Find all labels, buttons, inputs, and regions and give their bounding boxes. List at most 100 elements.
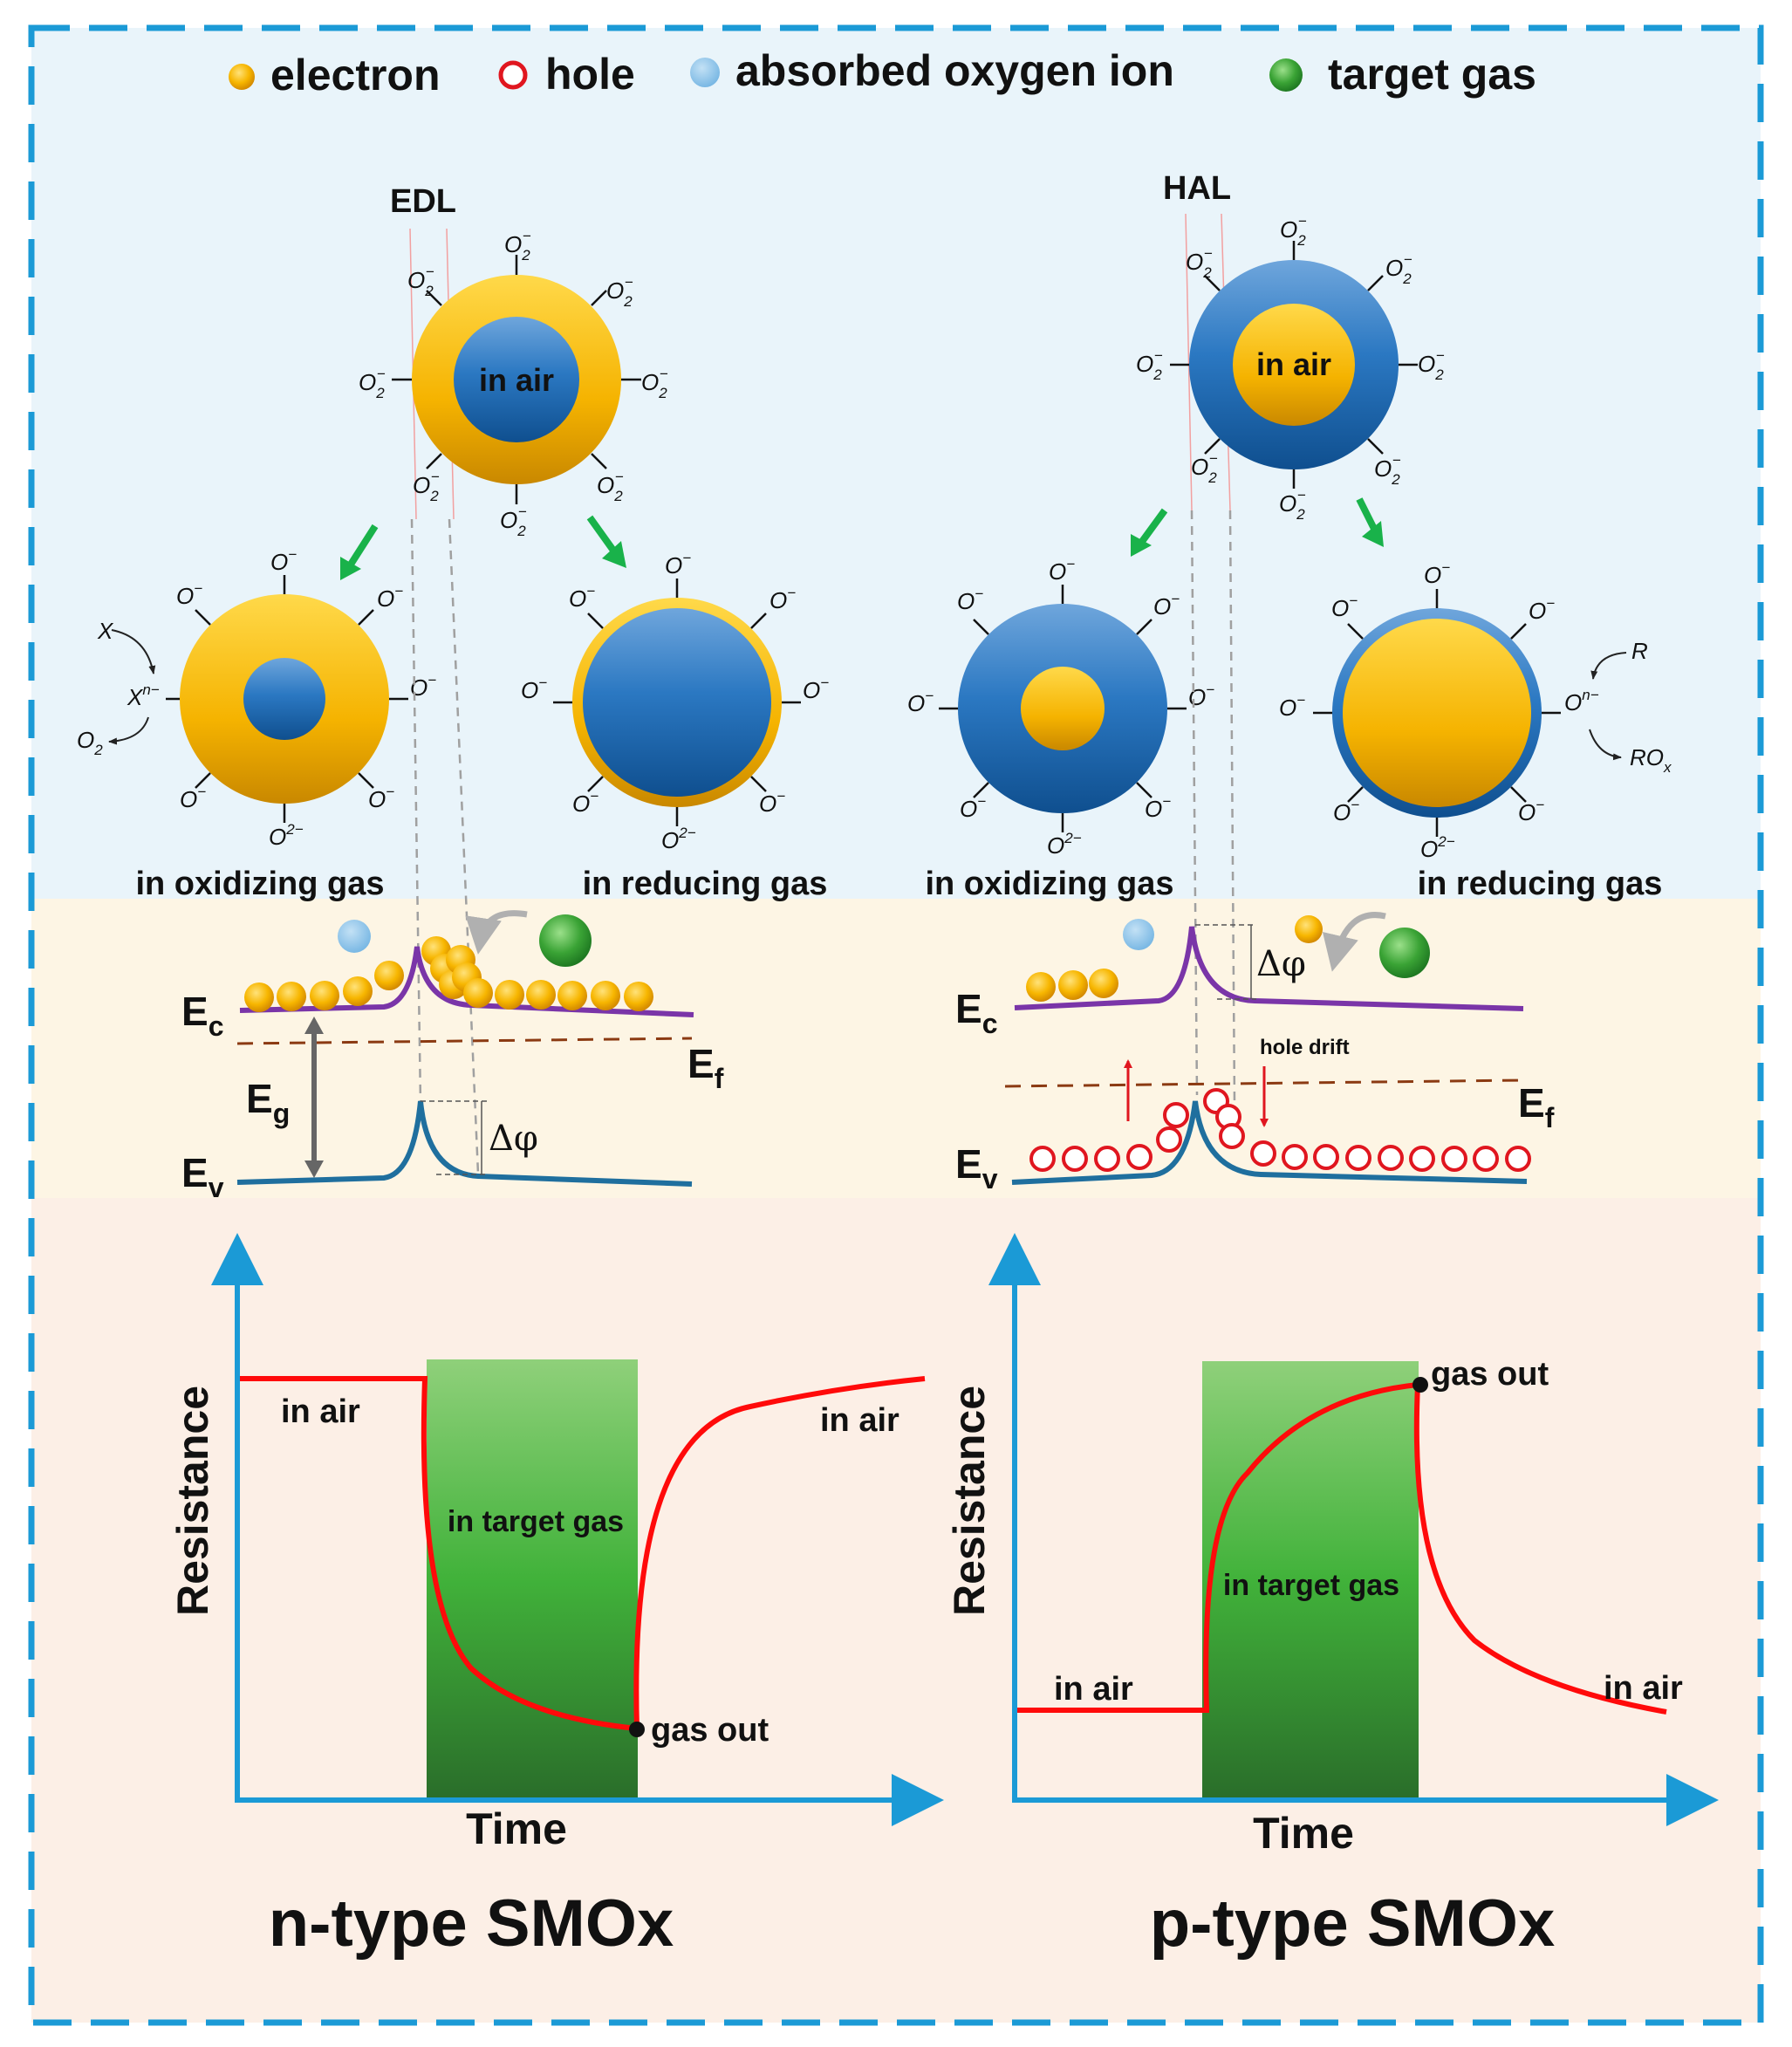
electron [1058, 970, 1088, 1000]
p-to-reducing-arrowhead [1362, 521, 1384, 547]
electron [310, 981, 339, 1010]
frame-border [28, 24, 1764, 2026]
n-air-particle-core [454, 317, 579, 442]
o-minus-label: O− [180, 784, 206, 812]
n-barrier-label: Δφ [489, 1119, 538, 1159]
o2-superoxide-label: O2− [1136, 347, 1163, 383]
legend: electron hole absorbed oxygen ion target… [229, 46, 1536, 99]
oxygen-ion [338, 920, 371, 953]
o2-superoxide-label: O2− [606, 274, 633, 310]
n-oxidizing-ions [166, 575, 408, 823]
hole [1029, 1146, 1056, 1172]
n-to-oxidizing-arrow [345, 524, 379, 570]
p-band-electrons [1026, 969, 1118, 1002]
o-minus-label: O− [1331, 592, 1358, 621]
o-minus-label: O− [960, 793, 986, 822]
p-gas-out-label: gas out [1431, 1356, 1549, 1393]
p-reducing-ion-labels: O− O− O− O2− O− O− O− [1279, 559, 1555, 862]
product-o2-label: O2 [77, 727, 103, 758]
n-air-superoxide-labels: O2− O2− O2− O2− O2− O2− O2− O2− [359, 228, 668, 539]
p-band-holes [1029, 1088, 1531, 1172]
n-conduction-band [239, 946, 694, 1017]
p-to-oxidizing-arrowhead [1131, 534, 1152, 557]
band-panel-bg [31, 899, 1761, 1200]
o-minus-label: O− [176, 580, 202, 609]
o2-superoxide-label: O2− [1186, 245, 1213, 281]
guide-dashed-lines [410, 510, 1236, 1174]
n-to-oxidizing-arrowhead [340, 557, 361, 580]
o-minus-label: O− [270, 546, 297, 575]
electron [343, 976, 373, 1006]
o2-superoxide-label: O2− [597, 469, 624, 504]
o-minus-label: O− [1279, 692, 1305, 721]
n-air-label: in air [479, 362, 554, 398]
p-reducing-ions [1313, 589, 1561, 837]
electron [495, 980, 524, 1010]
electron [244, 982, 274, 1012]
legend-electron-label: electron [270, 51, 441, 99]
n-type-particles: EDL in air O2− O2− O2− O2− O2− O2− O2− O… [77, 183, 829, 902]
o-minus-label: O− [1153, 591, 1180, 620]
p-to-reducing-arrow [1356, 497, 1379, 534]
electron [1089, 969, 1118, 998]
o-minus-label: O− [769, 585, 796, 613]
o2-superoxide-label: O2− [413, 469, 440, 504]
hole [1282, 1144, 1308, 1170]
legend-target-gas-swatch [1269, 58, 1303, 92]
o-minus-label: O− [803, 674, 829, 703]
p-gas-out-point [1412, 1377, 1428, 1393]
n-y-axis-label: Resistance [168, 1386, 217, 1616]
p-reducing-reaction: R On− ROx [1564, 638, 1672, 776]
reactant-x-label: X [97, 618, 114, 644]
o-2minus-label: O2− [269, 821, 304, 850]
electron [591, 981, 620, 1010]
o2-superoxide-label: O2− [359, 366, 386, 401]
edl-label: EDL [390, 183, 456, 220]
o-minus-label: O− [1424, 559, 1450, 588]
electron [1026, 972, 1056, 1002]
hole [1156, 1126, 1182, 1153]
legend-hole-label: hole [545, 50, 635, 99]
n-x-axis-label: Time [466, 1804, 567, 1853]
hal-boundary-line [1185, 213, 1193, 511]
o-minus-label: O− [377, 583, 403, 612]
hal-label: HAL [1163, 170, 1231, 207]
p-target-gas-region [1202, 1361, 1419, 1797]
legend-oxygen-ion-label: absorbed oxygen ion [735, 46, 1174, 95]
p-y-axis-label: Resistance [945, 1386, 994, 1616]
n-ev-label: Ev [181, 1150, 224, 1203]
o-2minus-label: O2− [1047, 830, 1082, 859]
n-band-diagram: Ec Ef Ev Eg Δφ [181, 910, 724, 1203]
p-ec-label: Ec [955, 986, 997, 1039]
hole [1163, 1102, 1189, 1128]
n-type-title: n-type SMOx [269, 1886, 674, 1961]
o-minus-label: O− [759, 788, 785, 817]
electron [277, 982, 306, 1011]
bandgap-arrowhead [304, 1160, 324, 1178]
gas-approach-arrow [465, 910, 528, 955]
p-to-oxidizing-arrow [1138, 508, 1168, 545]
p-target-gas-label: in target gas [1223, 1569, 1399, 1602]
o2-superoxide-label: O2− [407, 264, 434, 299]
electron [374, 961, 404, 990]
reaction-in-arrow [111, 629, 156, 674]
p-band-diagram: Δφ hole drift Ec Ef Ev [955, 912, 1555, 1195]
ion-xn-label: Xn− [127, 681, 160, 710]
p-air-label: in air [1256, 346, 1331, 382]
p-air-superoxide-labels: O2− O2− O2− O2− O2− O2− O2− O2− [1136, 213, 1445, 523]
n-gas-out-label: gas out [651, 1712, 769, 1749]
hole [1062, 1146, 1088, 1172]
n-eg-label: Eg [246, 1076, 290, 1129]
n-ef-label: Ef [687, 1041, 724, 1094]
o2-superoxide-label: O2− [1385, 251, 1412, 287]
p-x-axis-label: Time [1253, 1809, 1354, 1858]
o-2minus-label: O2− [1420, 833, 1455, 862]
n-resistance-graph: Resistance Time in air in air in target … [168, 1233, 944, 1961]
hole [1378, 1145, 1404, 1171]
n-target-gas-region [427, 1359, 638, 1797]
o-minus-label: O− [572, 788, 598, 817]
p-conduction-band [1014, 926, 1524, 1011]
hole [1441, 1146, 1467, 1172]
o-minus-label: O− [1333, 797, 1359, 825]
gas-approach-arrow [1322, 912, 1386, 972]
